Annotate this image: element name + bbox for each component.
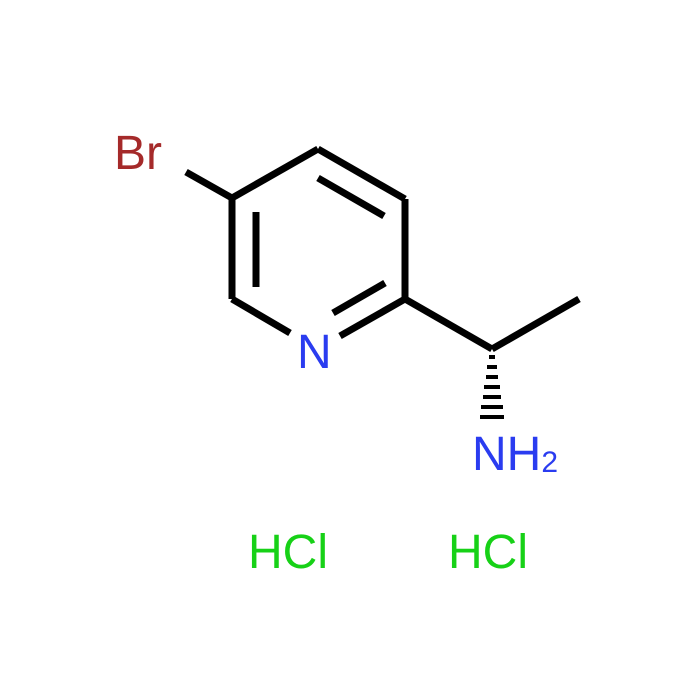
counterion-hcl-1: HCl <box>248 526 328 579</box>
bond-c2-ch <box>403 295 494 353</box>
atom-nh2-label: NH2 <box>472 428 558 481</box>
atom-n-ring-label: N <box>297 326 332 379</box>
bond-ch-methyl <box>490 295 581 353</box>
bond-c4-c3-inner <box>316 174 386 220</box>
atom-br-label: Br <box>114 127 162 180</box>
bond-c2-n-inner <box>331 279 387 317</box>
counterion-hcl-2: HCl <box>448 526 528 579</box>
atom-nh2-main: NH <box>472 428 541 481</box>
bonds <box>184 145 581 353</box>
bond-c5-c4 <box>230 145 320 202</box>
bond-c4-c3 <box>316 145 407 203</box>
bond-c5-br <box>184 168 234 202</box>
atom-nh2-subscript: 2 <box>541 446 558 479</box>
bond-c2-n <box>338 295 407 340</box>
bond-n-c6 <box>230 295 292 337</box>
hashed-wedge-bond <box>480 355 504 419</box>
